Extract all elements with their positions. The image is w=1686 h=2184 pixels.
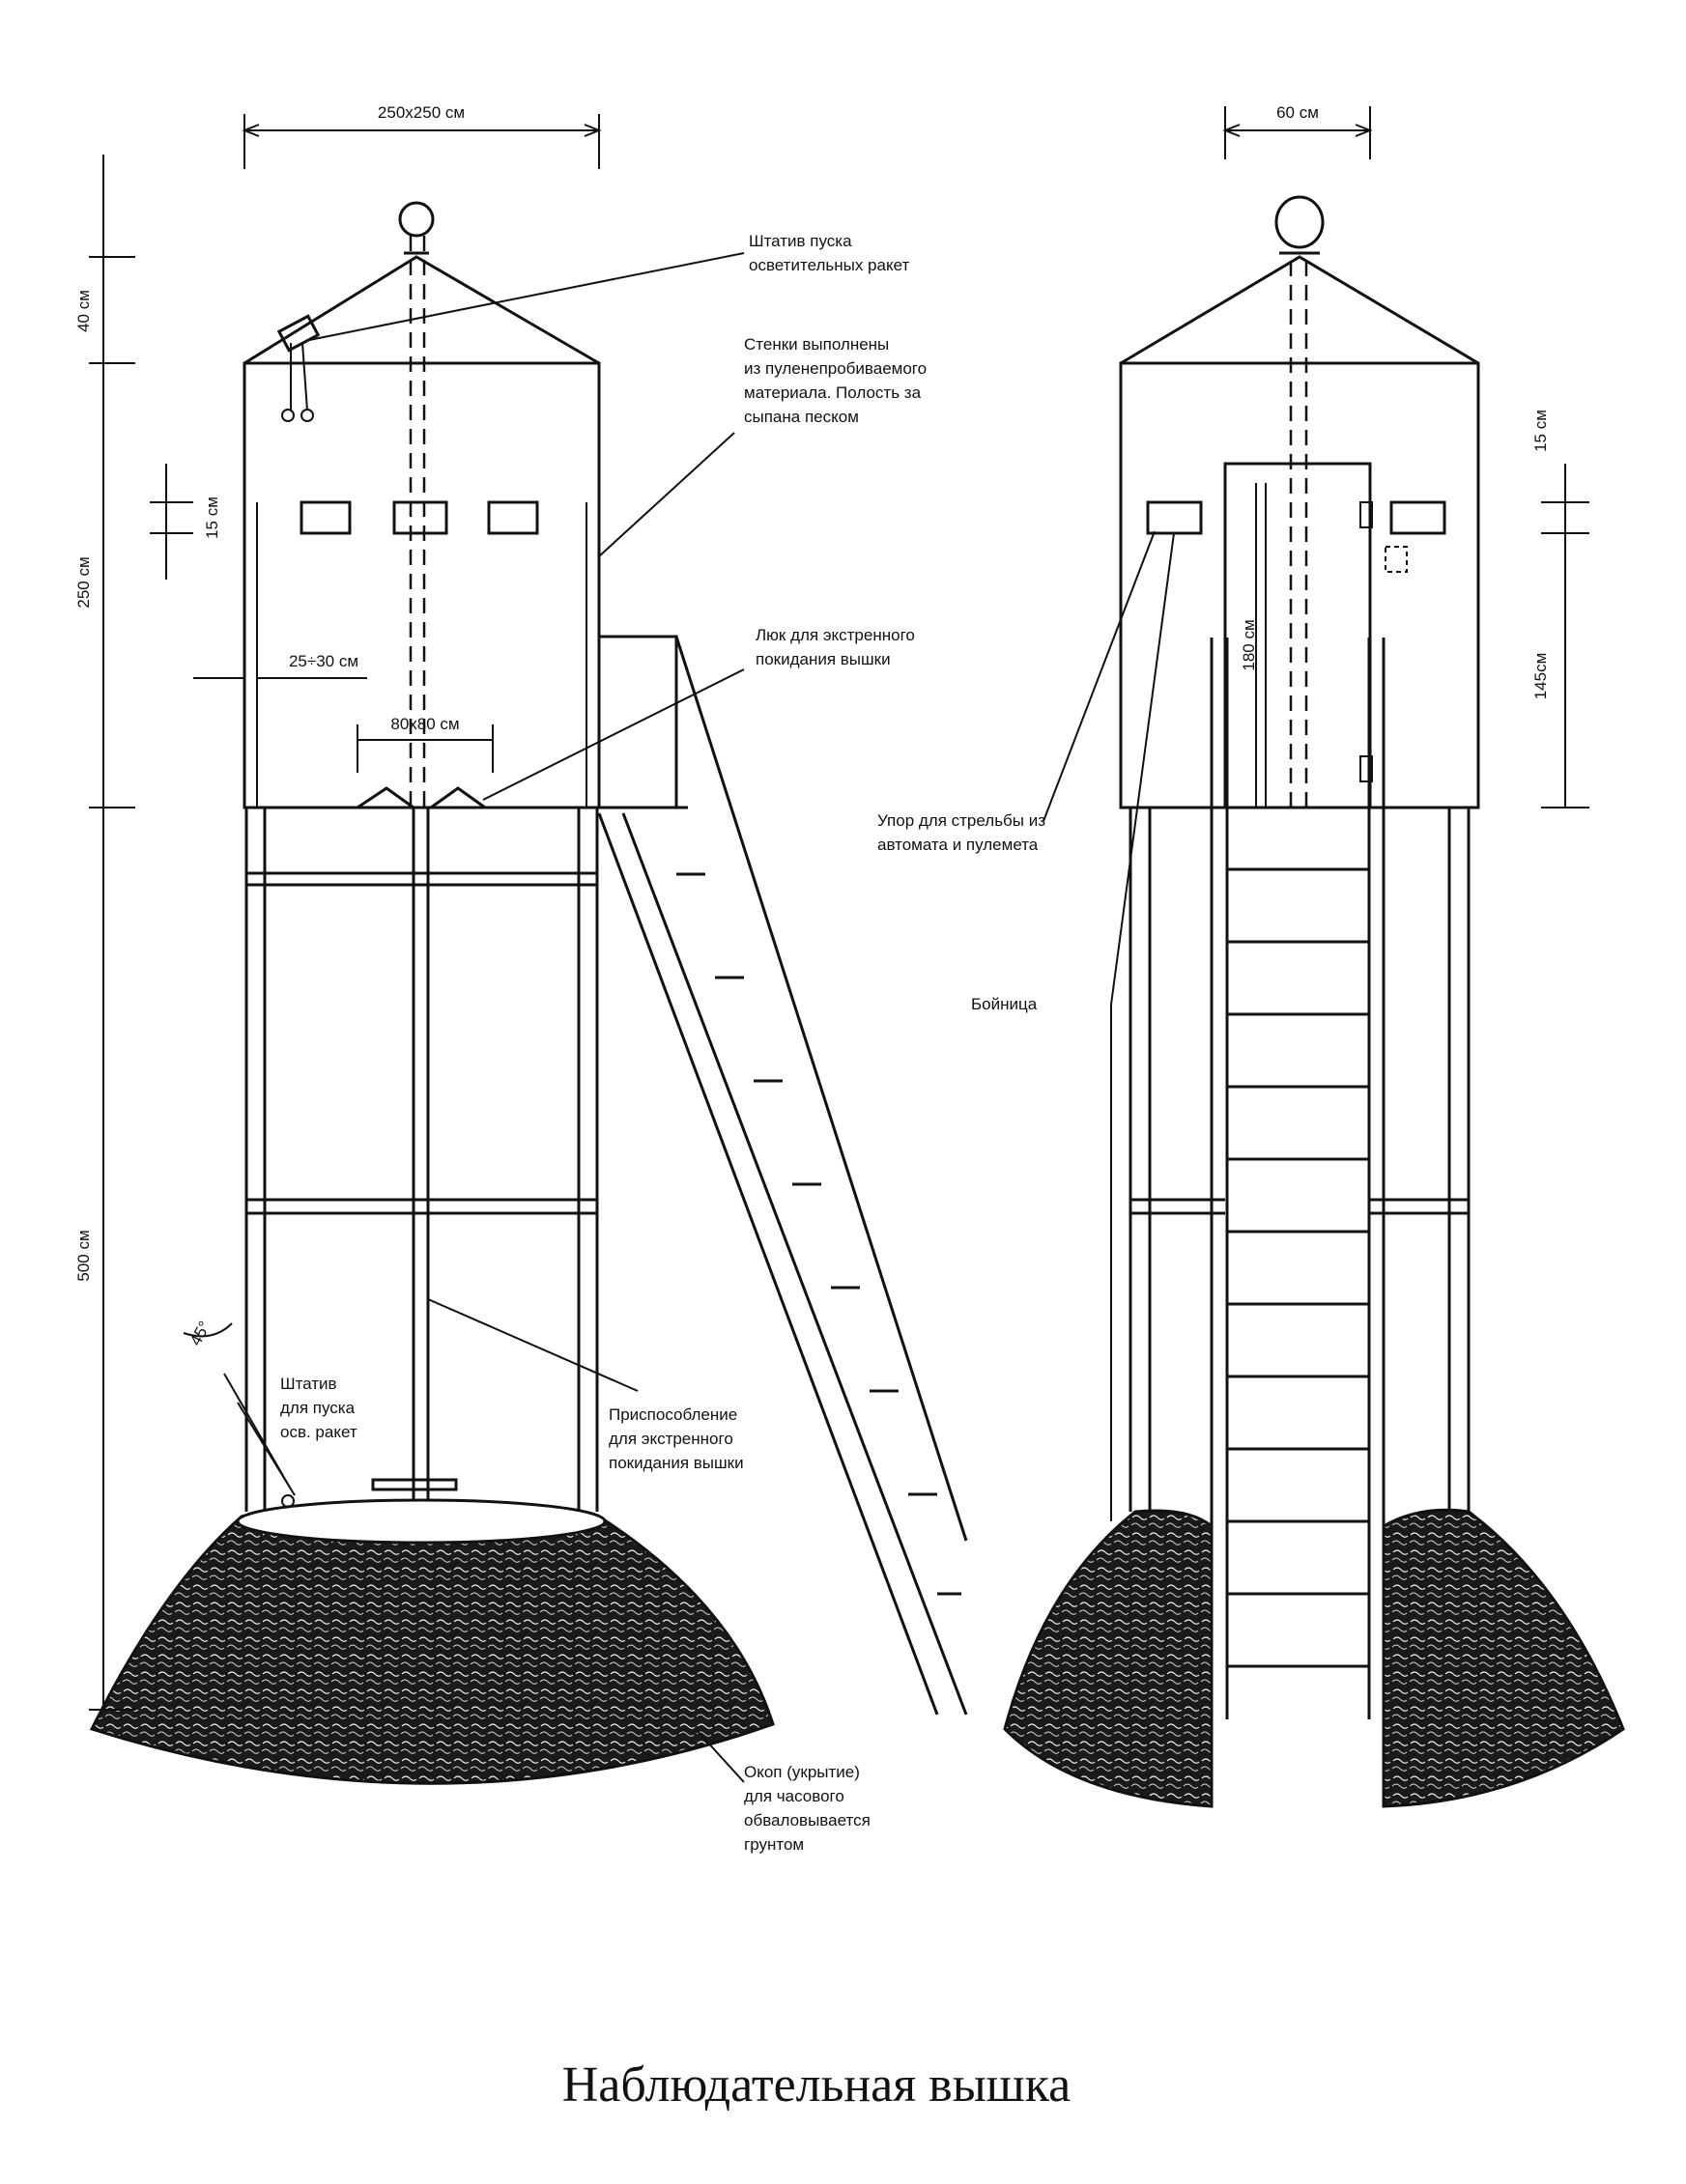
right-flare-lamp: [1274, 195, 1325, 249]
dim-roof-height-label: 40 см: [74, 290, 93, 332]
label-emergency-device: Приспособление для экстренного покидания…: [609, 1405, 744, 1472]
right-trench-mound-right: [1382, 1508, 1625, 1808]
dim-sill-height-label: 145см: [1531, 653, 1550, 700]
right-roof: [1120, 255, 1479, 365]
right-cabin: [1119, 361, 1480, 809]
dim-wall-thickness-label: 25÷30 см: [289, 652, 358, 670]
dim-cabin-height-label: 250 см: [74, 556, 93, 608]
right-dimensions: [1222, 106, 1589, 808]
left-tower: [89, 201, 968, 1785]
label-flare-stand: Штатив пуска осветительных ракет: [749, 232, 909, 274]
dim-angle-label: 45°: [186, 1319, 214, 1349]
label-lower-stand: Штатив для пуска осв. ракет: [280, 1375, 359, 1441]
dim-hatch-label: 80x80 см: [390, 715, 459, 733]
dim-door-width-label: 60 см: [1276, 103, 1319, 122]
left-flare-lamp: [398, 201, 435, 238]
left-ladder-rungs: [676, 872, 961, 1596]
label-walls: Стенки выполнены из пуленепробиваемого м…: [744, 335, 931, 426]
right-trench-mound-left: [1003, 1509, 1214, 1808]
page-title: Наблюдательная вышка: [562, 2057, 1072, 2113]
left-leaders: [308, 252, 745, 1783]
right-leaders: [1043, 530, 1175, 1521]
left-dimensions: [89, 114, 602, 1711]
left-trench-mound: [89, 1500, 775, 1785]
dim-door-height-label: 180 см: [1240, 619, 1258, 670]
label-hatch: Люк для экстренного покидания вышки: [756, 626, 920, 668]
label-firing-rest: Упор для стрельбы из автомата и пулемета: [877, 811, 1050, 854]
label-loophole: Бойница: [971, 995, 1038, 1013]
right-tower: [1003, 195, 1625, 1808]
dim-width-label: 250x250 см: [378, 103, 465, 122]
dim-slot-height-label: 15 см: [203, 496, 221, 539]
right-ladder-rungs: [1227, 867, 1369, 1668]
dim-right-slot-height-label: 15 см: [1531, 410, 1550, 452]
label-trench: Окоп (укрытие) для часового обваловывает…: [744, 1763, 875, 1854]
dim-legs-height-label: 500 см: [74, 1230, 93, 1281]
left-roof: [243, 255, 600, 365]
